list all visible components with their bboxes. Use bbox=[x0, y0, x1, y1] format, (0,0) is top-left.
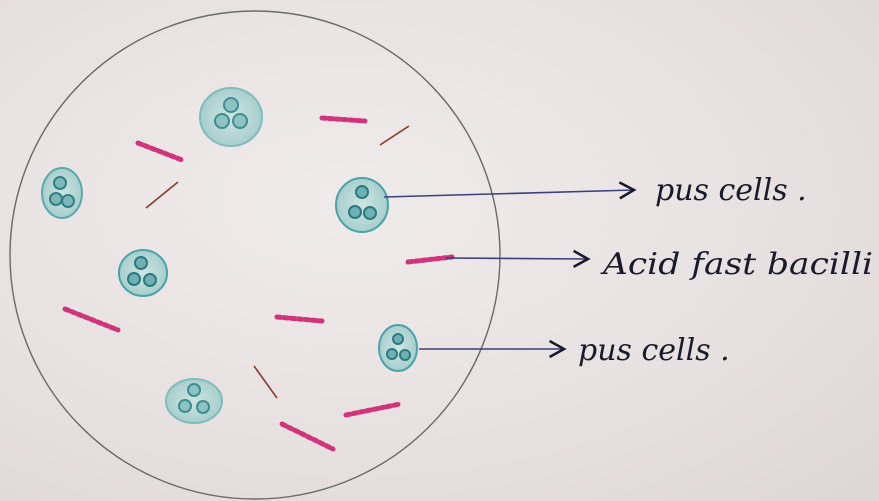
acid-fast-bacillus bbox=[322, 118, 365, 121]
acid-fast-bacillus bbox=[65, 309, 118, 330]
acid-fast-bacillus bbox=[277, 317, 322, 321]
label-pus-cells-bottom: pus cells . bbox=[578, 333, 730, 368]
acid-fast-bacillus bbox=[346, 404, 400, 415]
acid-fast-bacillus bbox=[282, 424, 333, 449]
pus-cell bbox=[166, 379, 222, 423]
pus-cell bbox=[42, 168, 82, 218]
pus-cell bbox=[379, 325, 417, 371]
label-pus-cells-top: pus cells . bbox=[655, 173, 807, 208]
pus-cell bbox=[119, 250, 167, 296]
debris-strand bbox=[380, 126, 409, 145]
pus-cell bbox=[200, 88, 262, 146]
debris-strand bbox=[254, 366, 277, 398]
pointer-line-pus-cells-top bbox=[384, 190, 634, 197]
debris-strand bbox=[146, 182, 178, 208]
acid-fast-bacillus bbox=[408, 257, 452, 262]
pointer-line-acid-fast-bacilli bbox=[446, 258, 588, 259]
acid-fast-bacillus bbox=[138, 143, 182, 160]
pus-cell bbox=[336, 178, 388, 232]
microscope-field-circle bbox=[10, 11, 500, 499]
label-acid-fast-bacilli: Acid fast bacilli bbox=[600, 247, 873, 282]
